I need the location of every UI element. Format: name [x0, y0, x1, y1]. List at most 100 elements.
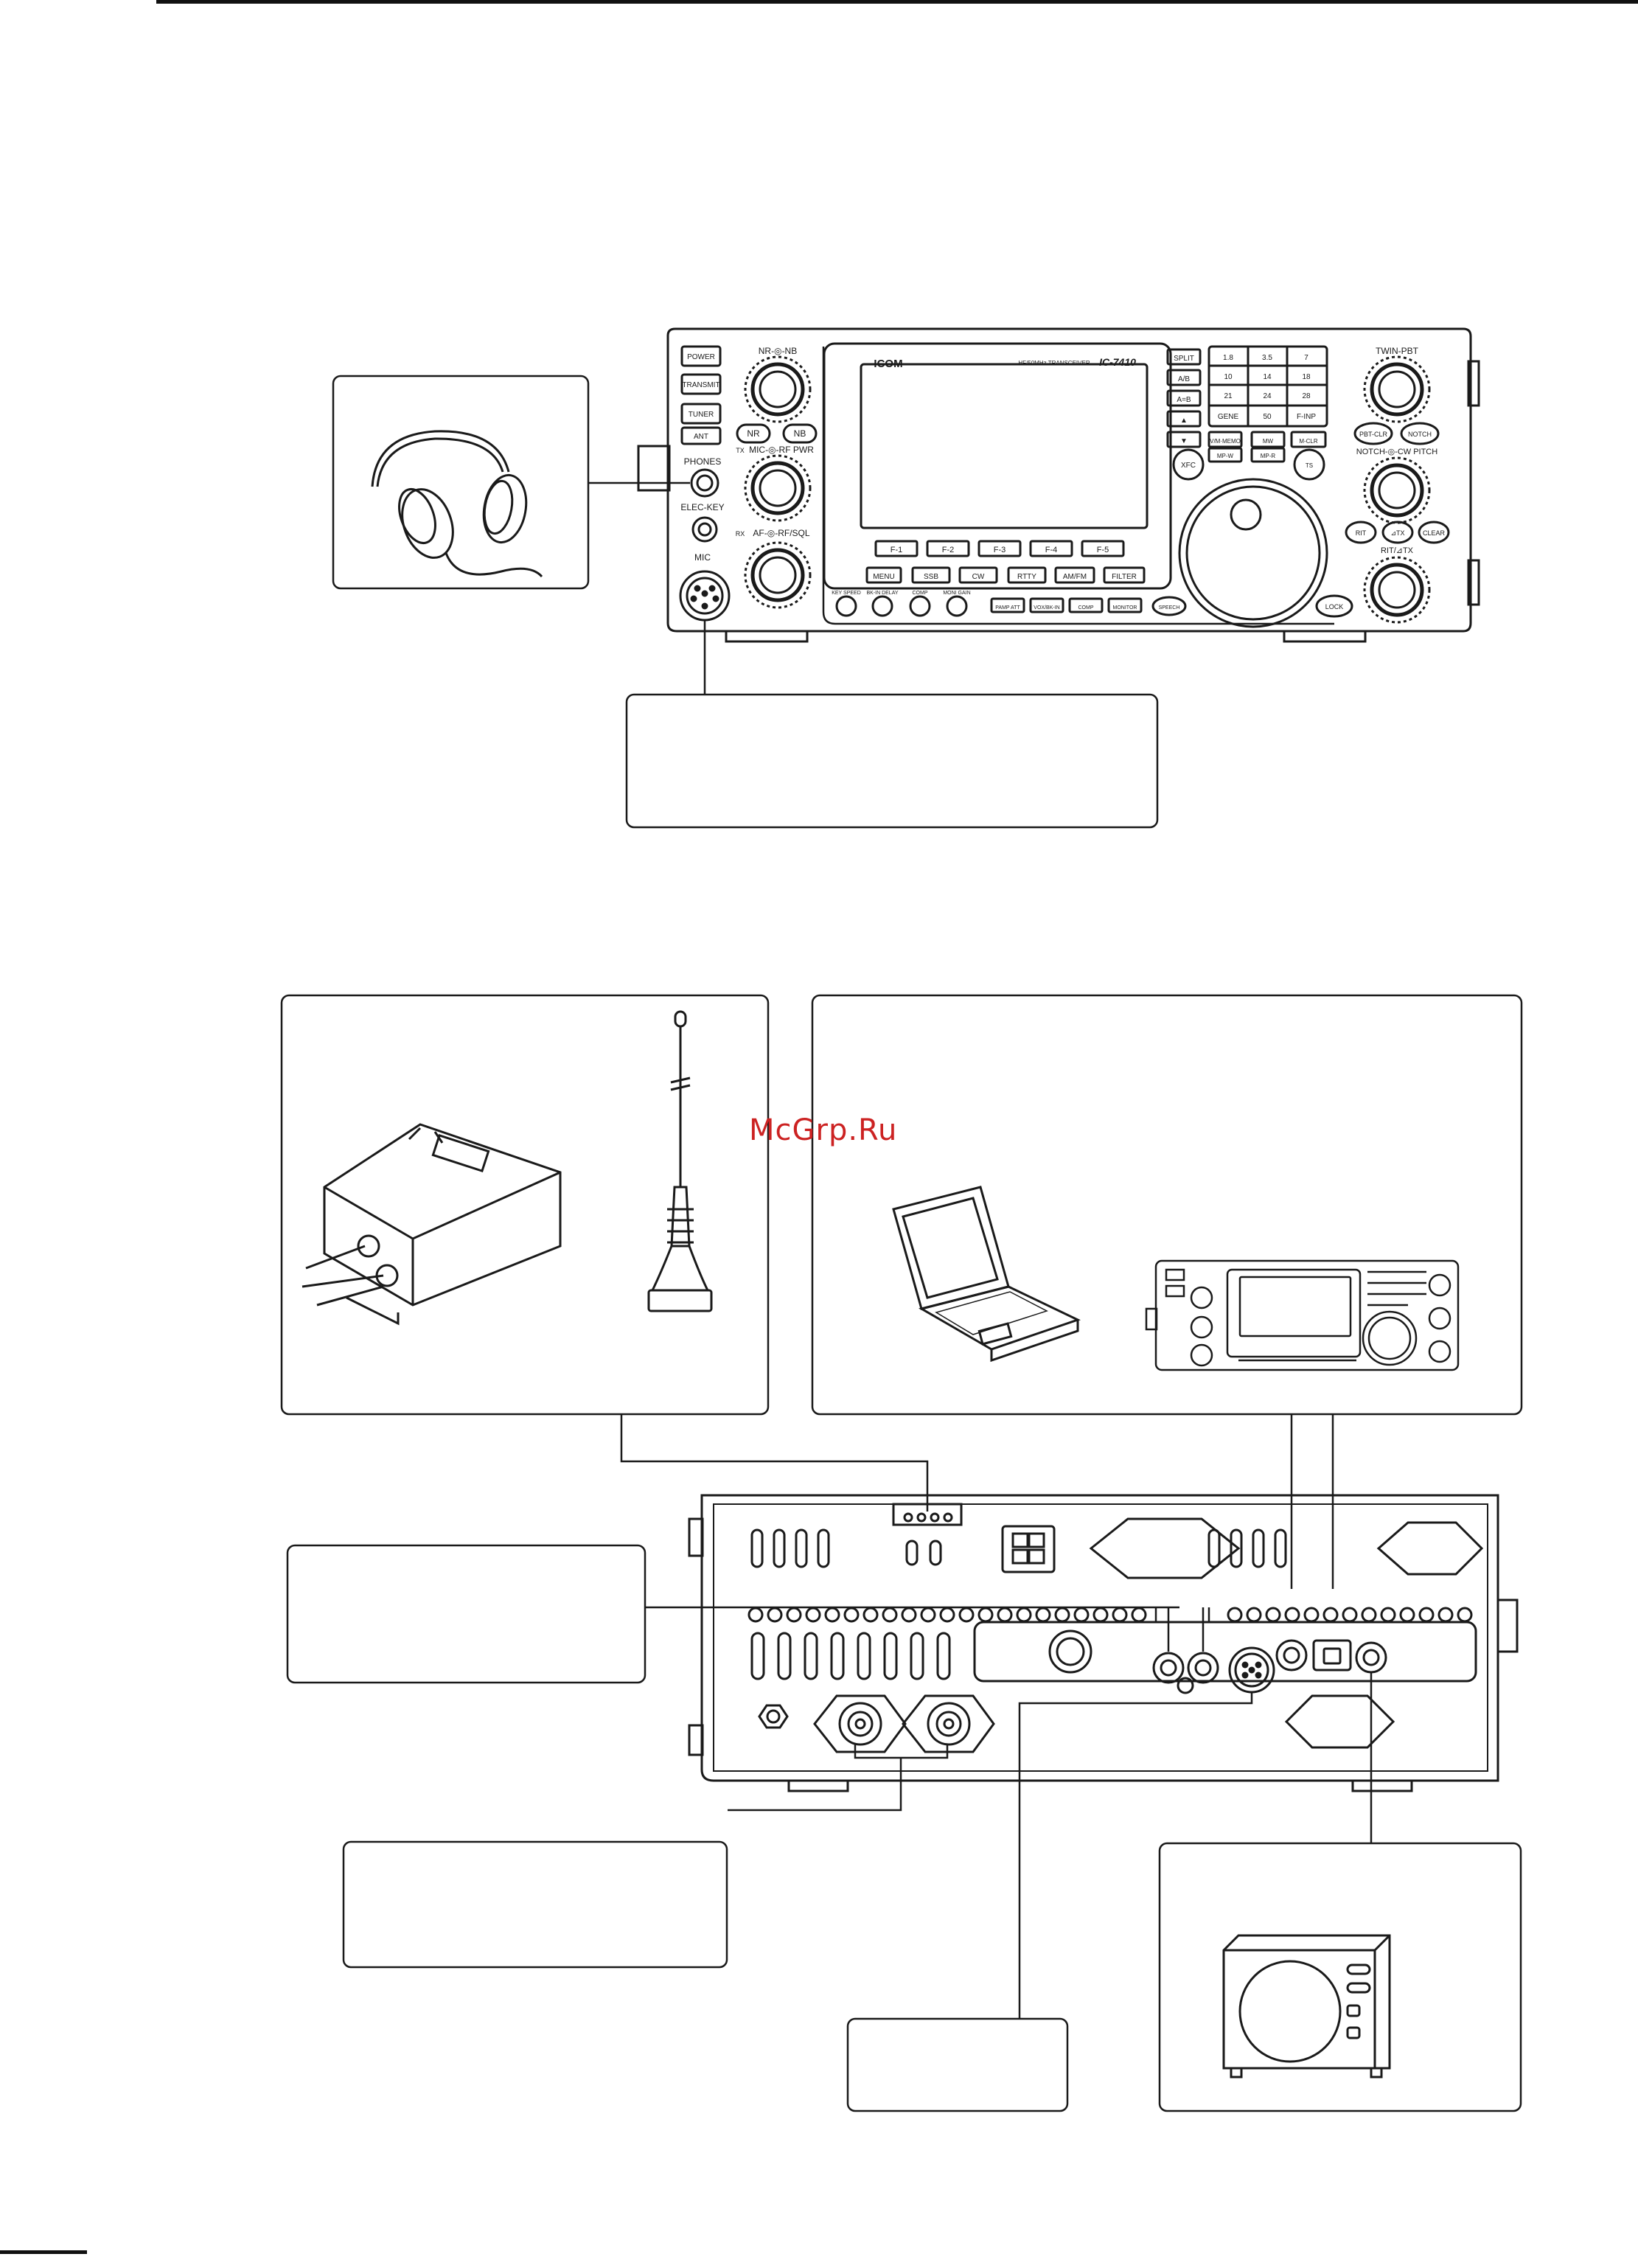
- vent-hole: [1380, 1607, 1396, 1623]
- send-alc-box: [286, 1544, 647, 1684]
- brand-label: ICOM: [874, 358, 902, 370]
- keypad-label: GENE: [1218, 413, 1239, 421]
- right-button-label: PBT-CLR: [1359, 431, 1388, 438]
- top-rule: [156, 0, 1638, 4]
- rx-indicator: RX: [736, 530, 745, 538]
- pc-box: [811, 994, 1523, 1416]
- vent-hole: [1342, 1607, 1358, 1623]
- mode-button-label: MENU: [873, 573, 894, 581]
- mode-button-label: RTTY: [1017, 573, 1036, 581]
- page-footer-rule: [0, 2250, 87, 2254]
- vent-slot: [830, 1632, 845, 1680]
- fkey-label: F-4: [1045, 546, 1058, 554]
- vent-hole: [1227, 1607, 1243, 1623]
- laptop-icon: [892, 1186, 1081, 1363]
- vent-hole: [1016, 1607, 1032, 1623]
- vent-hole: [786, 1607, 802, 1623]
- headphones-icon: [371, 430, 543, 578]
- tuner-label: TUNER: [689, 411, 714, 419]
- lcd-screen: [860, 363, 1149, 529]
- lower-button-label: VOX/BK-IN: [1034, 605, 1059, 611]
- elec-key-jack: [691, 516, 718, 543]
- vent-slot: [857, 1632, 871, 1680]
- vent-hole: [1054, 1607, 1070, 1623]
- remote-transceiver-icon: [1145, 1259, 1460, 1371]
- rear-panel: [688, 1494, 1519, 1792]
- external-speaker-icon: [1222, 1934, 1391, 2079]
- tx-indicator: TX: [736, 447, 745, 454]
- transmit-label: TRANSMIT: [682, 381, 719, 389]
- af-rf-knob: [744, 541, 812, 609]
- model-caption: HF/50MHz TRANSCEIVER: [1018, 360, 1090, 366]
- vent-hole: [997, 1607, 1013, 1623]
- remote-jack: [1275, 1639, 1308, 1672]
- keypad-label: 28: [1302, 392, 1311, 400]
- ant1-connector: [838, 1702, 882, 1746]
- small-knob-label: BK-IN DELAY: [866, 591, 898, 596]
- memory-button-label: MP-R: [1261, 453, 1276, 459]
- send-jack: [1152, 1652, 1185, 1684]
- small-knob-label: COMP: [913, 591, 928, 596]
- vent-hole: [1284, 1607, 1300, 1623]
- memory-button-label: V/M·MEMO: [1210, 438, 1241, 445]
- usb-port: [1312, 1639, 1352, 1672]
- keypad-label: 3.5: [1262, 354, 1272, 362]
- right-button-label: CLEAR: [1423, 529, 1446, 537]
- display-bezel: [823, 342, 1172, 590]
- vent-slot: [910, 1632, 924, 1680]
- notch-cw-label: NOTCH-◎-CW PITCH: [1356, 448, 1437, 456]
- function-button-label: A/B: [1178, 375, 1190, 383]
- right-button-label: ⊿TX: [1390, 529, 1404, 537]
- vent-hole: [920, 1607, 936, 1623]
- ext-sp-jack: [1355, 1641, 1387, 1674]
- keypad-label: 21: [1224, 392, 1233, 400]
- elec-key-label: ELEC-KEY: [680, 502, 724, 512]
- vent-hole: [824, 1607, 840, 1623]
- vent-hole: [1246, 1607, 1262, 1623]
- main-dial: [1178, 478, 1328, 628]
- nr-nb-label: NR-◎-NB: [759, 346, 797, 356]
- ant-label: ANT: [694, 433, 708, 441]
- vent-hole: [1035, 1607, 1051, 1623]
- vent-hole: [1399, 1607, 1415, 1623]
- keypad-label: 1.8: [1223, 354, 1233, 362]
- nr-button-label: NR: [747, 428, 760, 439]
- vent-hole: [1112, 1607, 1128, 1623]
- fkey-label: F-2: [942, 546, 955, 554]
- rit-knob: [1363, 556, 1431, 624]
- memory-button-label: TS: [1306, 462, 1313, 469]
- mode-button-label: SSB: [924, 573, 938, 581]
- function-button-label: A=B: [1177, 396, 1191, 404]
- vent-hole: [747, 1607, 764, 1623]
- whip-antenna-icon: [647, 1010, 713, 1312]
- vent-slot: [750, 1632, 765, 1680]
- fkey-label: F-3: [994, 546, 1006, 554]
- acc-box: [846, 2017, 1069, 2112]
- keypad-label: 10: [1224, 373, 1233, 381]
- right-button-label: LOCK: [1325, 603, 1344, 611]
- af-rf-label: AF-◎-RF/SQL: [753, 528, 809, 538]
- vent-slot: [936, 1632, 951, 1680]
- vent-hole: [1131, 1607, 1147, 1623]
- vent-hole: [862, 1607, 879, 1623]
- alc-jack: [1187, 1652, 1219, 1684]
- right-button-label: NOTCH: [1408, 431, 1432, 438]
- microphone-box: [625, 693, 1159, 829]
- vent-hole: [977, 1607, 994, 1623]
- headphones-box: [332, 375, 590, 590]
- keypad-label: 18: [1302, 373, 1311, 381]
- vent-hole: [1073, 1607, 1090, 1623]
- model-label: IC-7410: [1099, 356, 1136, 368]
- speaker-box: [1158, 1842, 1522, 2112]
- vent-hole: [805, 1607, 821, 1623]
- vent-hole: [767, 1607, 783, 1623]
- vent-hole: [1265, 1607, 1281, 1623]
- lower-button-label: SPEECH: [1159, 605, 1180, 611]
- fkey-label: F-5: [1097, 546, 1109, 554]
- twin-pbt-label: TWIN-PBT: [1376, 346, 1419, 356]
- vent-hole: [1418, 1607, 1435, 1623]
- vent-hole: [1457, 1607, 1473, 1623]
- vent-hole: [958, 1607, 975, 1623]
- lower-button-label: COMP: [1078, 605, 1094, 611]
